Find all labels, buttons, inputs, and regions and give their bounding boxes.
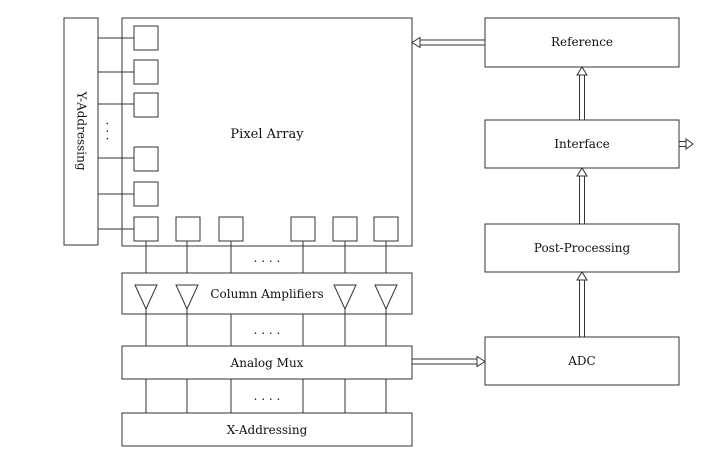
x-addressing-block: X-Addressing bbox=[121, 412, 413, 447]
pixel-cell bbox=[373, 216, 399, 242]
pixel-cell bbox=[133, 92, 159, 118]
pixel-cell bbox=[218, 216, 244, 242]
analog-mux-block: Analog Mux bbox=[121, 345, 413, 380]
y-addressing-block: Y-Addressing bbox=[63, 17, 99, 246]
column-amplifiers-block: Column Amplifiers bbox=[121, 272, 413, 315]
interface-label: Interface bbox=[554, 137, 610, 151]
row-select-lines bbox=[98, 37, 134, 230]
ellipsis-pixel-to-amp: . . . . bbox=[254, 251, 281, 265]
arrow-reference-to-pixel-array bbox=[411, 36, 485, 49]
pixel-array-block: Pixel Array bbox=[121, 17, 413, 247]
reference-block: Reference bbox=[484, 17, 680, 68]
pixel-cell bbox=[290, 216, 316, 242]
pixel-row-bottom bbox=[175, 216, 399, 242]
pixel-cell bbox=[133, 146, 159, 172]
amplifier-icon bbox=[134, 284, 158, 311]
pixel-cell bbox=[133, 25, 159, 51]
pixel-cell bbox=[133, 216, 159, 242]
post-processing-block: Post-Processing bbox=[484, 223, 680, 273]
pixel-cell bbox=[133, 59, 159, 85]
pixel-cell bbox=[175, 216, 201, 242]
ellipsis-amp-to-mux: . . . . bbox=[254, 323, 281, 337]
ellipsis-mux-to-x: . . . . bbox=[254, 389, 281, 403]
pixel-cell bbox=[133, 181, 159, 207]
y-addressing-label: Y-Addressing bbox=[75, 90, 89, 170]
reference-label: Reference bbox=[551, 35, 613, 49]
interface-block: Interface bbox=[484, 119, 680, 169]
analog-mux-label: Analog Mux bbox=[230, 356, 304, 370]
column-amplifiers-label: Column Amplifiers bbox=[210, 287, 323, 301]
pixel-array-label: Pixel Array bbox=[230, 127, 304, 142]
adc-label: ADC bbox=[567, 354, 595, 368]
vertical-ellipsis: . . . bbox=[104, 121, 118, 140]
arrow-interface-to-reference bbox=[576, 66, 588, 120]
adc-block: ADC bbox=[484, 336, 680, 386]
column-wires-middle bbox=[145, 309, 387, 346]
pixel-column-left bbox=[133, 25, 159, 242]
amplifier-triangles bbox=[134, 284, 398, 311]
amplifier-icon bbox=[333, 284, 357, 311]
amplifier-icon bbox=[175, 284, 199, 311]
arrow-adc-to-post-processing bbox=[576, 271, 588, 337]
amplifier-icon bbox=[374, 284, 398, 311]
post-processing-label: Post-Processing bbox=[534, 241, 631, 255]
arrow-mux-to-adc bbox=[412, 355, 486, 368]
pixel-cell bbox=[332, 216, 358, 242]
x-addressing-label: X-Addressing bbox=[227, 423, 308, 437]
arrow-interface-output bbox=[679, 138, 694, 150]
column-wires-bottom bbox=[145, 379, 387, 413]
arrow-post-processing-to-interface bbox=[576, 167, 588, 224]
